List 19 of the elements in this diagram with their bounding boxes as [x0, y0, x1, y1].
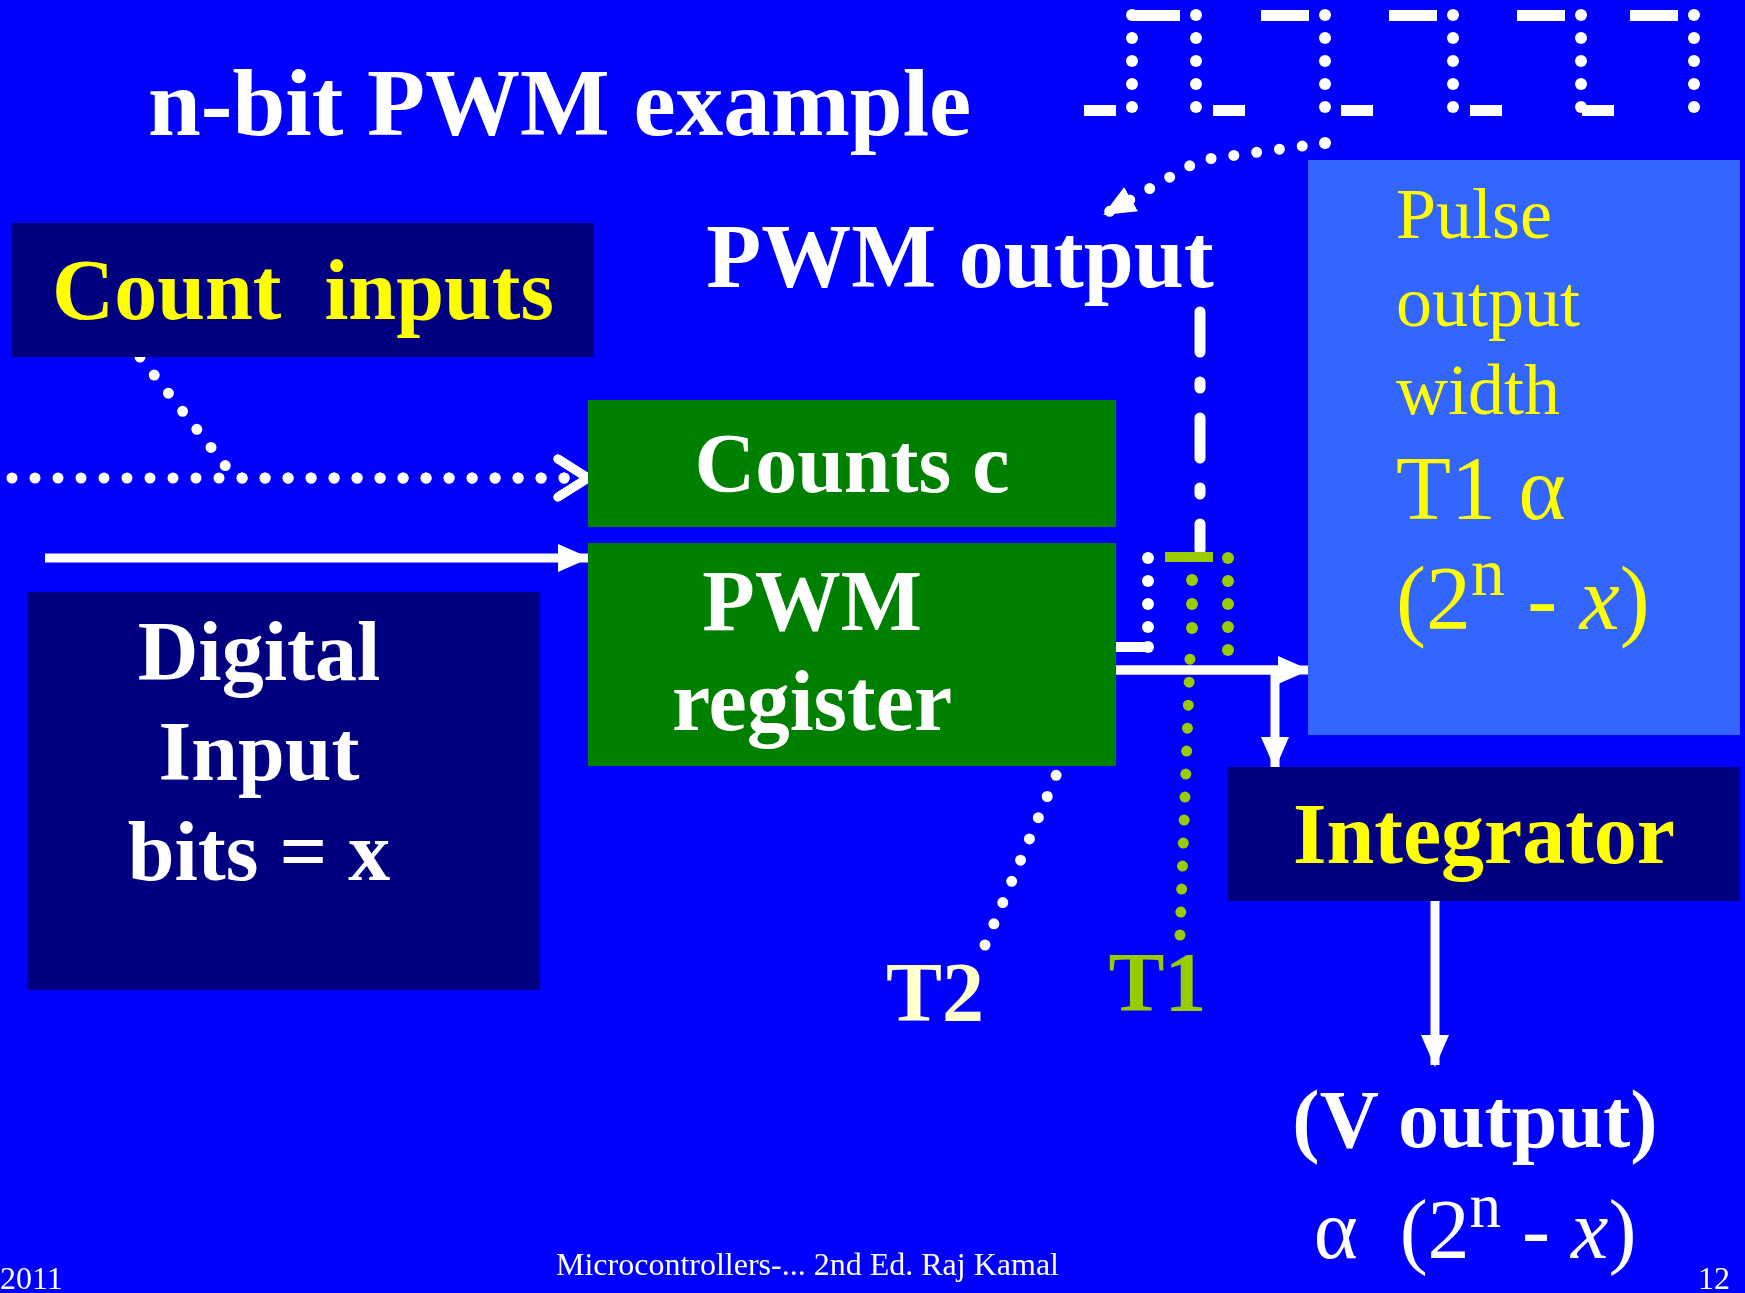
footer-text: Microcontrollers-... 2nd Ed. Raj Kamal — [556, 1248, 1059, 1280]
arrow — [45, 544, 590, 572]
formula-text: α (2$^{n}$ - x) — [1313, 1175, 1637, 1278]
box-label: Pulse output width — [1396, 173, 1581, 432]
register-box: PWM register — [588, 543, 1116, 766]
title: n-bit PWM example — [148, 49, 972, 158]
count-inputs-box: Count inputs — [12, 223, 594, 357]
output-label: (V output) — [1292, 1073, 1658, 1167]
arrow — [1421, 901, 1449, 1067]
formula-text: T1 α (2$^{n}$ - x) — [1396, 438, 1651, 651]
page-number: 12 — [1698, 1262, 1730, 1293]
signal-label: T1 — [1095, 935, 1220, 1030]
signal-label: T2 — [870, 945, 1000, 1040]
year-text: 2011 — [0, 1262, 63, 1293]
arrow — [1116, 665, 1289, 769]
counts-box: Counts c — [588, 400, 1116, 527]
digital-input-box: Digital Input bits = x — [28, 592, 540, 990]
pulse-width-box — [1308, 160, 1740, 735]
integrator-box: Integrator — [1228, 767, 1740, 901]
